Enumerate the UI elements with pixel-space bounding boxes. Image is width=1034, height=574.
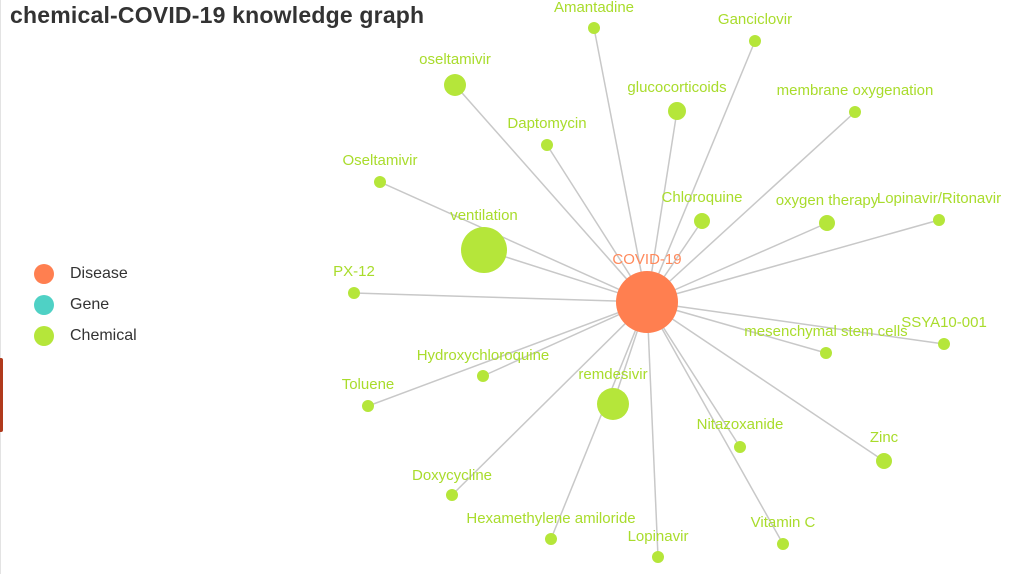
side-handle[interactable] [0, 358, 3, 432]
node-ssya10-001[interactable] [938, 338, 950, 350]
label-daptomycin: Daptomycin [507, 115, 586, 132]
label-chloroquine: Chloroquine [662, 189, 743, 206]
label-doxycycline: Doxycycline [412, 467, 492, 484]
legend-label-gene: Gene [70, 295, 110, 313]
node-remdesivir[interactable] [597, 388, 629, 420]
edge-daptomycin [546, 144, 648, 303]
legend-label-chemical: Chemical [70, 326, 137, 344]
label-hexamethylene-amiloride: Hexamethylene amiloride [466, 510, 635, 527]
legend-marker-gene [34, 294, 54, 315]
label-ventilation: ventilation [450, 207, 518, 224]
label-lopinavir-ritonavir: Lopinavir/Ritonavir [877, 190, 1001, 207]
node-toluene[interactable] [362, 400, 374, 412]
label-ganciclovir: Ganciclovir [718, 11, 792, 28]
node-chloroquine[interactable] [694, 213, 710, 229]
label-hydroxychloroquine: Hydroxychloroquine [417, 347, 550, 364]
label-mesenchymal-stem-cells: mesenchymal stem cells [744, 323, 907, 340]
label-membrane-oxygenation: membrane oxygenation [777, 82, 934, 99]
label-toluene: Toluene [342, 376, 395, 393]
legend-label-disease: Disease [70, 264, 128, 282]
label-lopinavir: Lopinavir [628, 528, 689, 545]
edge-hexamethylene-amiloride [550, 301, 648, 540]
node-covid[interactable] [616, 271, 678, 333]
label-ssya10-001: SSYA10-001 [901, 314, 987, 331]
label-zinc: Zinc [870, 429, 899, 446]
node-ganciclovir[interactable] [749, 35, 761, 47]
edge-lopinavir [646, 301, 659, 558]
edge-vitamin-c [646, 301, 784, 545]
node-lopinavir[interactable] [652, 551, 664, 563]
legend-item-gene[interactable]: Gene [34, 289, 137, 320]
node-zinc[interactable] [876, 453, 892, 469]
page-title: chemical-COVID-19 knowledge graph [10, 2, 425, 28]
legend: Disease Gene Chemical [34, 258, 137, 351]
label-nitazoxanide: Nitazoxanide [697, 416, 784, 433]
edge-membrane-oxygenation [646, 111, 856, 303]
node-mesenchymal-stem-cells[interactable] [820, 347, 832, 359]
edge-oseltamivir-upper [379, 181, 648, 303]
edge-zinc [646, 301, 885, 462]
edge-toluene [367, 301, 648, 407]
node-ventilation[interactable] [461, 227, 507, 273]
label-glucocorticoids: glucocorticoids [627, 79, 726, 96]
label-px-12: PX-12 [333, 263, 375, 280]
graph-edges [353, 27, 945, 558]
node-oxygen-therapy[interactable] [819, 215, 835, 231]
label-oseltamivir-upper: Oseltamivir [342, 152, 417, 169]
edge-ssya10-001 [646, 301, 945, 345]
legend-item-disease[interactable]: Disease [34, 258, 137, 289]
node-oseltamivir-lower[interactable] [444, 74, 466, 96]
node-daptomycin[interactable] [541, 139, 553, 151]
legend-marker-chemical [34, 325, 54, 346]
node-lopinavir-ritonavir[interactable] [933, 214, 945, 226]
edge-glucocorticoids [646, 110, 678, 303]
label-oseltamivir-lower: oseltamivir [419, 51, 491, 68]
edge-doxycycline [451, 301, 648, 496]
graph-nodes [348, 22, 950, 563]
node-nitazoxanide[interactable] [734, 441, 746, 453]
node-px-12[interactable] [348, 287, 360, 299]
node-vitamin-c[interactable] [777, 538, 789, 550]
node-amantadine[interactable] [588, 22, 600, 34]
edge-lopinavir-ritonavir [646, 219, 940, 303]
legend-marker-disease [34, 263, 54, 284]
legend-item-chemical[interactable]: Chemical [34, 320, 137, 351]
label-remdesivir: remdesivir [578, 366, 647, 383]
node-hydroxychloroquine[interactable] [477, 370, 489, 382]
node-hexamethylene-amiloride[interactable] [545, 533, 557, 545]
label-amantadine: Amantadine [554, 0, 634, 16]
edge-amantadine [593, 27, 648, 303]
edge-px-12 [353, 292, 648, 303]
label-oxygen-therapy: oxygen therapy [776, 192, 879, 209]
label-covid: COVID-19 [612, 251, 681, 268]
edge-oxygen-therapy [646, 222, 828, 303]
label-vitamin-c: Vitamin C [751, 514, 816, 531]
edge-mesenchymal-stem-cells [646, 301, 827, 354]
edge-oseltamivir-lower [454, 84, 648, 303]
node-oseltamivir-upper[interactable] [374, 176, 386, 188]
node-doxycycline[interactable] [446, 489, 458, 501]
node-glucocorticoids[interactable] [668, 102, 686, 120]
node-membrane-oxygenation[interactable] [849, 106, 861, 118]
edge-ganciclovir [646, 40, 756, 303]
